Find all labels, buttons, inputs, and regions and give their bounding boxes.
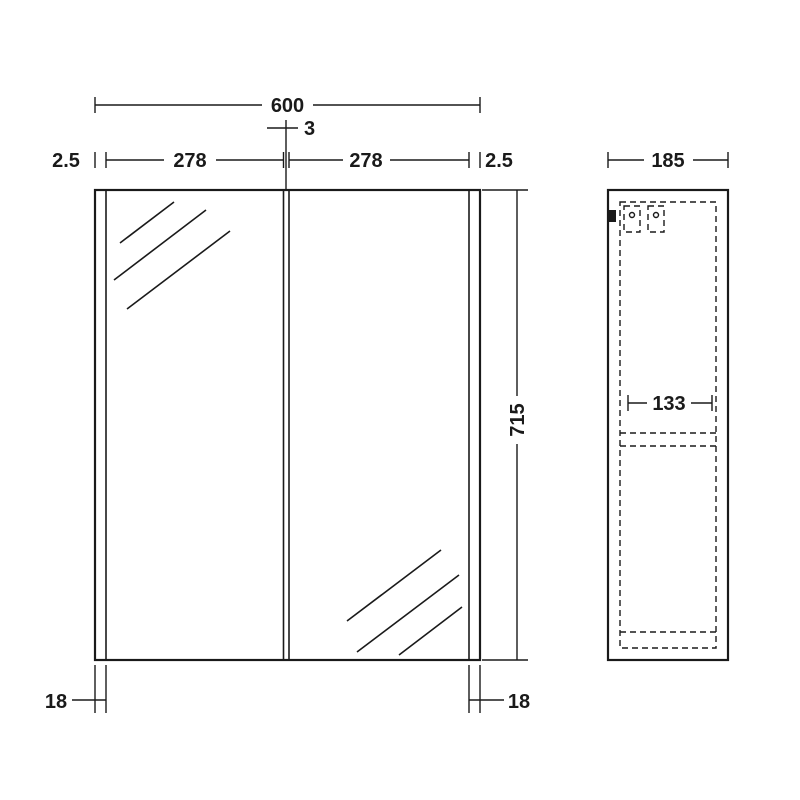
wall-bracket-right <box>647 205 665 233</box>
dim-left-door-label: 278 <box>173 150 206 172</box>
dim-center-gap-label: 3 <box>304 118 315 140</box>
wall-bracket-left <box>623 205 641 233</box>
mirror-glint-hatch-bottom-right <box>346 549 463 656</box>
side-outline <box>606 188 730 662</box>
front-view <box>93 188 482 662</box>
dim-left-gap-label: 2.5 <box>52 150 80 172</box>
dim-overall-width-label: 600 <box>271 95 304 117</box>
dim-right-door-label: 278 <box>349 150 382 172</box>
dim-bottom-right-label: 18 <box>508 691 530 713</box>
dim-right-gap-label: 2.5 <box>485 150 513 172</box>
side-view-dimension-lines <box>607 152 729 411</box>
side-view <box>606 188 730 662</box>
dim-bottom-left-label: 18 <box>45 691 67 713</box>
front-view-dimension-lines <box>72 97 528 713</box>
mirror-glint-hatch-top-left <box>113 201 231 310</box>
dimension-labels: 600 3 2.5 278 278 2.5 715 18 18 185 133 <box>45 95 686 713</box>
side-hidden-detail-lines <box>619 201 717 649</box>
hinge-plate-mark <box>607 210 616 222</box>
dim-height-label: 715 <box>507 403 529 436</box>
dim-depth-label: 185 <box>651 150 684 172</box>
side-inner-carcass <box>619 201 717 649</box>
bracket-screw-hole-right <box>652 211 660 219</box>
dim-internal-label: 133 <box>652 393 685 415</box>
bracket-screw-hole-left <box>628 211 636 219</box>
cabinet-outline <box>93 188 482 662</box>
